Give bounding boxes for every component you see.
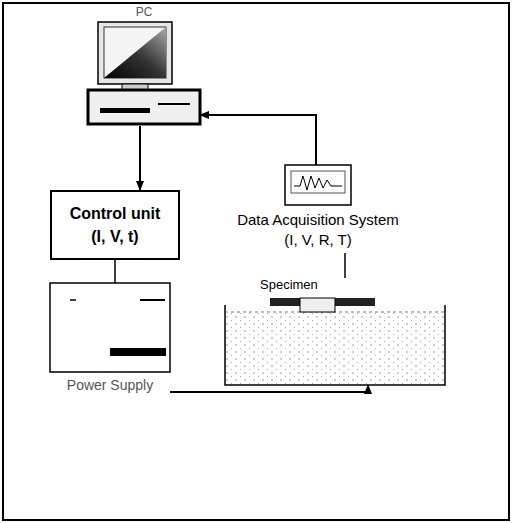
node-label: (I, V, R, T) [284, 231, 352, 248]
monitor [98, 22, 172, 84]
node-label: Specimen [260, 278, 318, 293]
daq-screen [291, 171, 345, 193]
case-detail [158, 103, 190, 105]
connector [344, 253, 346, 278]
connector [170, 385, 368, 392]
connector [114, 260, 116, 283]
node-label: Control unit [70, 205, 161, 223]
power-supply: Power Supply [50, 283, 170, 398]
tank-fill [226, 312, 444, 384]
daq-box [285, 165, 351, 205]
drive-slot [100, 108, 150, 113]
frame [3, 3, 509, 520]
ps-display [140, 299, 165, 301]
tank [225, 305, 445, 385]
screen [104, 27, 166, 78]
power-supply-box [50, 283, 170, 372]
ps-panel [110, 348, 166, 356]
node-label: PC [136, 6, 153, 20]
connector [200, 115, 316, 165]
computer-case [88, 90, 200, 124]
screen-image [104, 27, 166, 78]
computer: PC [88, 4, 200, 126]
specimen-tank: Specimen [225, 278, 445, 385]
control-unit-box: Control unit (I, V, t) [50, 190, 180, 260]
waveform [294, 176, 342, 190]
data-acquisition-system: Data Acquisition System (I, V, R, T) [168, 165, 468, 253]
specimen-block [300, 298, 335, 312]
node-label: Power Supply [67, 377, 153, 393]
node-label: Data Acquisition System [237, 211, 399, 228]
ps-detail [70, 299, 76, 301]
node-label: (I, V, t) [91, 228, 138, 246]
connector [139, 126, 141, 190]
